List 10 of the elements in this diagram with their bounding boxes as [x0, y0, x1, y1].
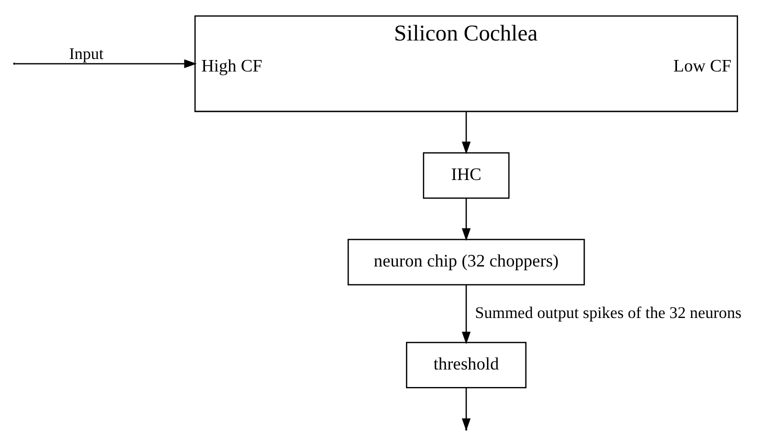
arrow — [462, 112, 471, 154]
arrow — [462, 285, 471, 344]
node-box: IHC — [422, 152, 510, 199]
node-box: neuron chip (32 choppers) — [348, 238, 585, 286]
node-box: threshold — [406, 342, 526, 388]
node-box: Silicon Cochlea High CF Low CF — [194, 15, 738, 112]
edge-label: Input — [69, 44, 104, 64]
edge-label: Summed output spikes of the 32 neurons — [475, 302, 742, 322]
arrow — [462, 198, 471, 241]
arrow — [15, 59, 197, 68]
